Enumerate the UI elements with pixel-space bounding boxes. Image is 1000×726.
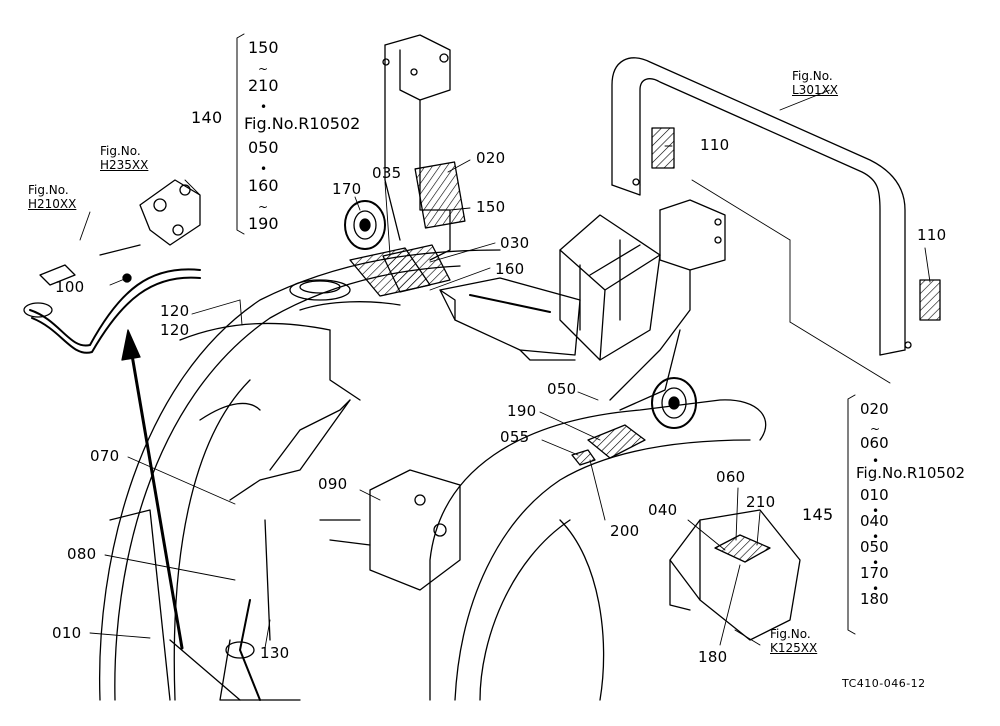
- fig-ref-h210: Fig.No. H210XX: [28, 183, 77, 212]
- group-140-number: 140: [191, 108, 223, 127]
- part-label-150: 150: [476, 198, 506, 216]
- part-label-100: 100: [55, 278, 85, 296]
- fig-ref-number: L301XX: [792, 82, 839, 97]
- part-label-050: 050: [547, 380, 577, 398]
- part-label-190: 190: [507, 402, 537, 420]
- group-140-item: 050: [248, 138, 279, 157]
- fig-ref-caption: Fig.No.: [792, 69, 833, 83]
- group-145-item: •: [872, 556, 880, 570]
- group-140-item: 210: [248, 76, 279, 95]
- decal-020: [414, 161, 466, 229]
- group-140-item: Fig.No.R10502: [244, 114, 361, 133]
- direction-arrow: [121, 329, 184, 650]
- decals: [349, 127, 941, 563]
- group-140-item: ~: [258, 62, 269, 76]
- part-label-210: 210: [746, 493, 776, 511]
- group-145-item: 180: [860, 590, 889, 608]
- group-140-item: •: [260, 100, 268, 114]
- group-145-item: •: [872, 530, 880, 544]
- group-140-item: 160: [248, 176, 279, 195]
- part-label-090: 090: [318, 475, 348, 493]
- group-145-item: 020: [860, 400, 889, 418]
- rops-right-post: [609, 199, 726, 411]
- part-label-110-b: 110: [917, 226, 947, 244]
- rubber-mount-170: [344, 200, 386, 250]
- group-brackets: [236, 33, 856, 635]
- fig-ref-number: H235XX: [100, 157, 149, 172]
- decal-060: [714, 534, 771, 563]
- part-label-130: 130: [260, 644, 290, 662]
- decal-110b: [919, 279, 941, 321]
- fig-ref-h235: Fig.No. H235XX: [100, 144, 149, 173]
- fig-ref-number: H210XX: [28, 196, 77, 211]
- hydraulic-pipes: [23, 244, 201, 354]
- drawing-code: TC410-046-12: [842, 677, 926, 690]
- rops-lower-post: [382, 34, 451, 261]
- decal-190: [587, 424, 646, 459]
- valve-block: [139, 179, 201, 246]
- seat-bracket: [559, 214, 661, 361]
- group-140-list: 150 ~ 210 • Fig.No.R10502 050 • 160 ~ 19…: [244, 40, 360, 240]
- group-145-item: 170: [860, 564, 889, 582]
- part-label-035: 035: [372, 164, 402, 182]
- group-145-item: 010: [860, 486, 889, 504]
- group-145-item: 050: [860, 538, 889, 556]
- group-145-item: •: [872, 582, 880, 596]
- fig-ref-k125: Fig.No. K125XX: [770, 627, 818, 656]
- part-label-160: 160: [495, 260, 525, 278]
- part-label-110-a: 110: [700, 136, 730, 154]
- side-bracket: [669, 509, 801, 641]
- seat: [439, 277, 581, 361]
- group-145-item: 040: [860, 512, 889, 530]
- rubber-mount-right: [651, 377, 697, 429]
- group-145-item: Fig.No.R10502: [856, 464, 966, 482]
- group-145-item: ~: [870, 422, 881, 436]
- part-label-180: 180: [698, 648, 728, 666]
- fig-ref-caption: Fig.No.: [28, 183, 69, 197]
- group-145-list: 020 ~ 060 • Fig.No.R10502 010 • 040 • 05…: [856, 402, 965, 610]
- part-label-060: 060: [716, 468, 746, 486]
- part-label-120-b: 120: [160, 321, 190, 339]
- part-label-120-a: 120: [160, 302, 190, 320]
- decal-110a: [651, 127, 675, 169]
- fuel-cap: [289, 279, 351, 301]
- group-145-item: •: [872, 454, 880, 468]
- part-label-030: 030: [500, 234, 530, 252]
- fig-ref-caption: Fig.No.: [770, 627, 811, 641]
- part-label-020: 020: [476, 149, 506, 167]
- fig-ref-l301: Fig.No. L301XX: [792, 69, 839, 98]
- decal-055: [571, 449, 596, 466]
- fig-ref-number: K125XX: [770, 640, 818, 655]
- rops-upper-frame: [611, 57, 912, 356]
- part-label-010: 010: [52, 624, 82, 642]
- part-label-055: 055: [500, 428, 530, 446]
- fig-ref-caption: Fig.No.: [100, 144, 141, 158]
- part-label-080: 080: [67, 545, 97, 563]
- group-140-item: 150: [248, 38, 279, 57]
- group-145-item: 060: [860, 434, 889, 452]
- leader-lines: [79, 89, 931, 649]
- transmission-area: [169, 399, 461, 701]
- group-145-number: 145: [802, 505, 834, 524]
- group-140-item: •: [260, 162, 268, 176]
- part-label-070: 070: [90, 447, 120, 465]
- part-label-200: 200: [610, 522, 640, 540]
- fender-body: [98, 249, 767, 701]
- part-label-170: 170: [332, 180, 362, 198]
- part-label-040: 040: [648, 501, 678, 519]
- group-140-item: 190: [248, 214, 279, 233]
- group-140-item: ~: [258, 200, 269, 214]
- group-145-item: •: [872, 504, 880, 518]
